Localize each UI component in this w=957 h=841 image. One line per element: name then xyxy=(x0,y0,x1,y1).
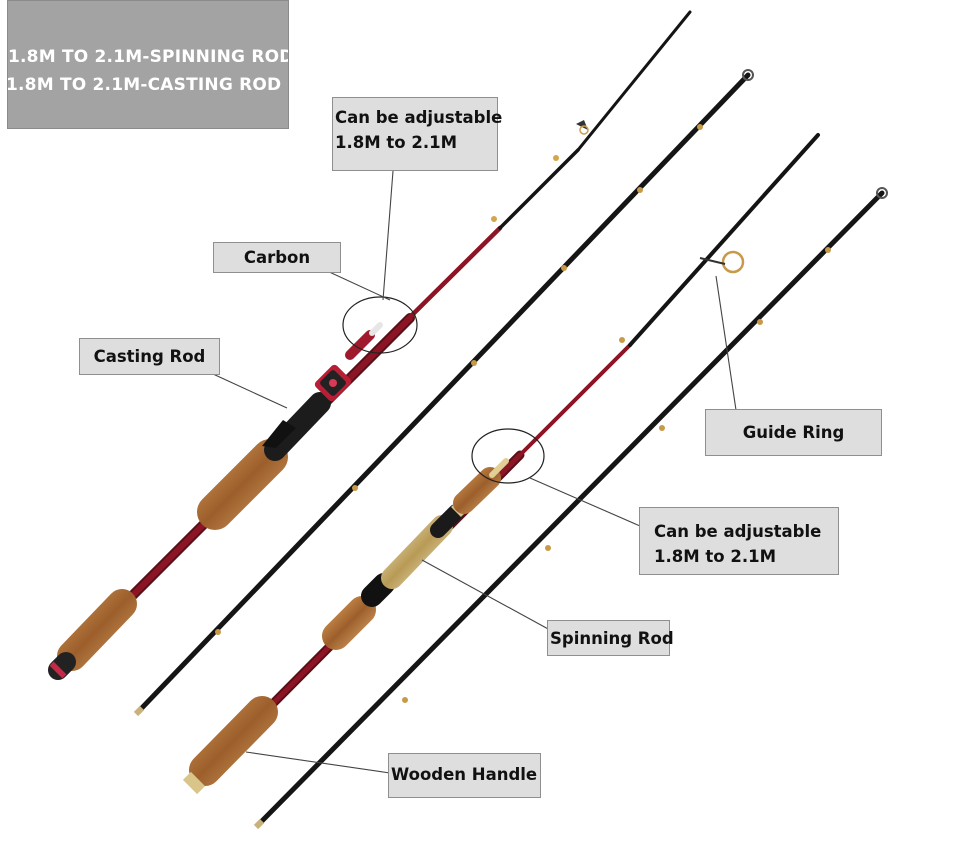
highlight-carbon-joint xyxy=(342,296,418,354)
callout-casting-rod: Casting Rod xyxy=(79,338,220,375)
casting-rod-second-section xyxy=(133,69,754,717)
casting-fore-grip xyxy=(197,439,288,530)
spinning-rod-butt-section xyxy=(182,133,820,795)
callout-carbon: Carbon xyxy=(213,242,341,273)
title-banner: 1.8M TO 2.1M-SPINNING ROD 1.8M TO 2.1M-C… xyxy=(7,0,289,129)
callout-guide-ring: Guide Ring xyxy=(705,409,882,456)
callout-adjustable-top-line1: Can be adjustable xyxy=(335,108,503,127)
callout-spinning-rod-label: Spinning Rod xyxy=(550,629,674,648)
spinning-rear-grip xyxy=(189,696,278,786)
banner-line-spinning: 1.8M TO 2.1M-SPINNING ROD xyxy=(8,47,289,67)
callout-guide-ring-label: Guide Ring xyxy=(742,423,845,442)
callout-casting-rod-label: Casting Rod xyxy=(93,347,206,366)
callout-spinning-rod: Spinning Rod xyxy=(547,620,674,656)
highlight-spinning-joint xyxy=(471,428,545,484)
casting-rear-grip xyxy=(57,589,137,671)
casting-trigger xyxy=(262,420,296,448)
casting-rod-tip-section xyxy=(576,10,692,152)
casting-rod-butt-section xyxy=(48,120,589,680)
callout-adjustable-top-line2: 1.8M to 2.1M xyxy=(335,133,458,152)
callout-wooden-handle-label: Wooden Handle xyxy=(391,765,538,784)
spinning-fore-grip xyxy=(322,596,376,650)
callout-wooden-handle: Wooden Handle xyxy=(388,753,541,798)
leader-lines xyxy=(212,170,737,774)
spinning-upper-grip xyxy=(453,467,501,514)
callout-adjustable-top: Can be adjustable 1.8M to 2.1M xyxy=(332,97,503,171)
spinning-rod-tip-section xyxy=(253,187,888,830)
callout-adjustable-bottom-line2: 1.8M to 2.1M xyxy=(654,547,777,566)
callout-carbon-label: Carbon xyxy=(243,248,311,267)
callout-adjustable-bottom-line1: Can be adjustable xyxy=(654,522,822,541)
banner-line-casting: 1.8M TO 2.1M-CASTING ROD xyxy=(7,75,282,95)
callout-adjustable-bottom: Can be adjustable 1.8M to 2.1M xyxy=(639,507,839,575)
guide-ring xyxy=(721,250,745,274)
